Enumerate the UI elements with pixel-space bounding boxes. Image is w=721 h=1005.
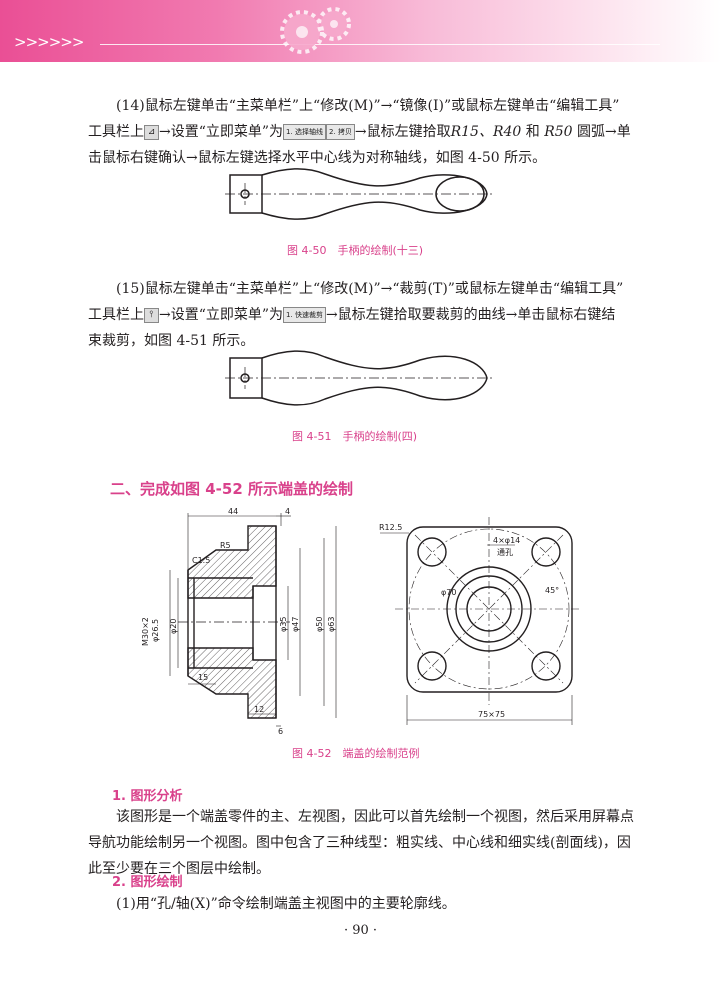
analysis-line-2: 导航功能绘制另一个视图。图中包含了三种线型：粗实线、中心线和细实线(剖面线)，因 bbox=[88, 835, 631, 851]
dim-44: 44 bbox=[228, 508, 238, 516]
dim-phi26-5: φ26.5 bbox=[151, 619, 160, 642]
step-14-text: →鼠标左键拾取 bbox=[354, 124, 451, 140]
mirror-tool-icon: ⊿ bbox=[144, 124, 159, 140]
page-number: · 90 · bbox=[343, 923, 378, 938]
radius-r15: R15、 bbox=[450, 124, 493, 140]
analysis-heading: 1. 图形分析 bbox=[112, 789, 183, 804]
handle-figure-4-51 bbox=[225, 350, 493, 406]
step-14-text: 和 bbox=[521, 124, 545, 140]
step-15-line-3: 束裁剪，如图 4-51 所示。 bbox=[88, 333, 255, 349]
dim-r5: R5 bbox=[220, 541, 231, 550]
gear-decoration-icon bbox=[280, 7, 351, 54]
dim-c1-5: C1.5 bbox=[192, 556, 210, 565]
dim-through-hole: 通孔 bbox=[497, 547, 513, 557]
figure-4-52-caption: 图 4-52 端盖的绘制范例 bbox=[292, 747, 420, 760]
step-14-text: 工具栏上 bbox=[88, 124, 144, 140]
drawing-heading: 2. 图形绘制 bbox=[112, 875, 183, 890]
step-15-text: 工具栏上 bbox=[88, 307, 144, 323]
page-header-banner: >>>>>> bbox=[0, 0, 721, 62]
dim-12: 12 bbox=[254, 705, 264, 714]
dim-6: 6 bbox=[278, 727, 283, 736]
step-15-line-1: (15)鼠标左键单击“主菜单栏”上“修改(M)”→“裁剪(T)”或鼠标左键单击“… bbox=[116, 281, 624, 297]
immediate-menu-copy: 2. 拷贝 bbox=[325, 124, 355, 140]
step-15-text: →鼠标左键拾取要裁剪的曲线→单击鼠标右键结 bbox=[325, 307, 616, 323]
radius-r50: R50 bbox=[544, 124, 573, 140]
analysis-line-3: 此至少要在三个图层中绘制。 bbox=[88, 861, 270, 877]
section-heading: 二、完成如图 4-52 所示端盖的绘制 bbox=[110, 480, 353, 498]
immediate-menu-select-axis: 1. 选择轴线 bbox=[283, 124, 326, 140]
step-14-text: 圆弧→单 bbox=[572, 124, 631, 140]
step-14-line-3: 击鼠标右键确认→鼠标左键选择水平中心线为对称轴线，如图 4-50 所示。 bbox=[88, 150, 547, 166]
analysis-line-1: 该图形是一个端盖零件的主、左视图，因此可以首先绘制一个视图，然后采用屏幕点 bbox=[116, 809, 634, 825]
dim-phi63: φ63 bbox=[327, 617, 336, 632]
step-15-text: →设置“立即菜单”为 bbox=[159, 307, 284, 323]
dim-thread: M30×2 bbox=[141, 617, 150, 646]
figure-4-50-caption: 图 4-50 手柄的绘制(十三) bbox=[287, 244, 424, 257]
radius-r40: R40 bbox=[492, 124, 522, 140]
header-chevrons: >>>>>> bbox=[14, 33, 84, 51]
dim-45-degree: 45° bbox=[545, 586, 559, 595]
dim-4-holes: 4×φ14 bbox=[493, 536, 520, 545]
dim-phi47: φ47 bbox=[291, 617, 300, 632]
dim-4: 4 bbox=[285, 508, 290, 516]
trim-tool-icon: ⫯ bbox=[144, 307, 159, 323]
step-14-text: →设置“立即菜单”为 bbox=[159, 124, 284, 140]
end-cover-front-view: 44 4 C1.5 R5 M30×2 φ26.5 φ20 φ35 φ47 φ50… bbox=[141, 508, 337, 736]
header-rule bbox=[100, 44, 660, 45]
dim-phi20: φ20 bbox=[169, 619, 178, 634]
drawing-step-1: (1)用“孔/轴(X)”命令绘制端盖主视图中的主要轮廓线。 bbox=[116, 896, 456, 912]
dim-phi70: φ70 bbox=[441, 588, 456, 597]
end-cover-side-view: R12.5 4×φ14 通孔 φ70 45° 75×75 bbox=[379, 517, 580, 725]
handle-figure-4-50 bbox=[225, 168, 493, 220]
step-14-line-1: (14)鼠标左键单击“主菜单栏”上“修改(M)”→“镜像(I)”或鼠标左键单击“… bbox=[116, 98, 620, 114]
dim-phi50: φ50 bbox=[315, 617, 324, 632]
figure-4-51-caption: 图 4-51 手柄的绘制(四) bbox=[292, 430, 418, 443]
dim-75x75: 75×75 bbox=[478, 710, 505, 719]
dim-phi35: φ35 bbox=[279, 617, 288, 632]
dim-15: 15 bbox=[198, 673, 208, 682]
immediate-menu-quick-trim: 1. 快速裁剪 bbox=[283, 307, 326, 323]
dim-r12-5: R12.5 bbox=[379, 523, 402, 532]
